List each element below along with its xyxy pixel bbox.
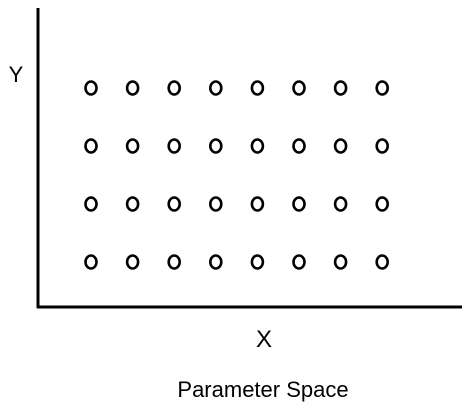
grid-point [167,80,181,96]
grid-point [333,80,348,96]
grid-point [375,80,390,96]
diagram-caption: Parameter Space [177,377,348,402]
grid-point [209,196,223,212]
grid-point [375,138,390,154]
grid-point [125,138,140,154]
grid-point [292,254,306,270]
grid-point [333,196,348,212]
grid-point [375,254,390,270]
grid-point [292,138,306,154]
grid-point [209,138,223,154]
grid-point [250,254,265,270]
grid-point [125,196,140,212]
grid-point [250,138,265,154]
grid-point [84,196,98,212]
grid-point [167,196,181,212]
grid-point [375,196,390,212]
grid-point [167,138,181,154]
grid-point [84,254,98,270]
grid-point [250,80,265,96]
y-axis-label: Y [9,62,24,87]
grid-point [250,196,265,212]
grid-points [84,80,390,270]
grid-point [167,254,181,270]
grid-point [292,196,306,212]
grid-point [84,80,98,96]
grid-point [209,254,223,270]
grid-point [333,138,348,154]
grid-point [125,254,140,270]
grid-point [292,80,306,96]
x-axis-label: X [256,326,272,353]
grid-point [333,254,348,270]
grid-point [209,80,223,96]
grid-point [125,80,140,96]
grid-point [84,138,98,154]
